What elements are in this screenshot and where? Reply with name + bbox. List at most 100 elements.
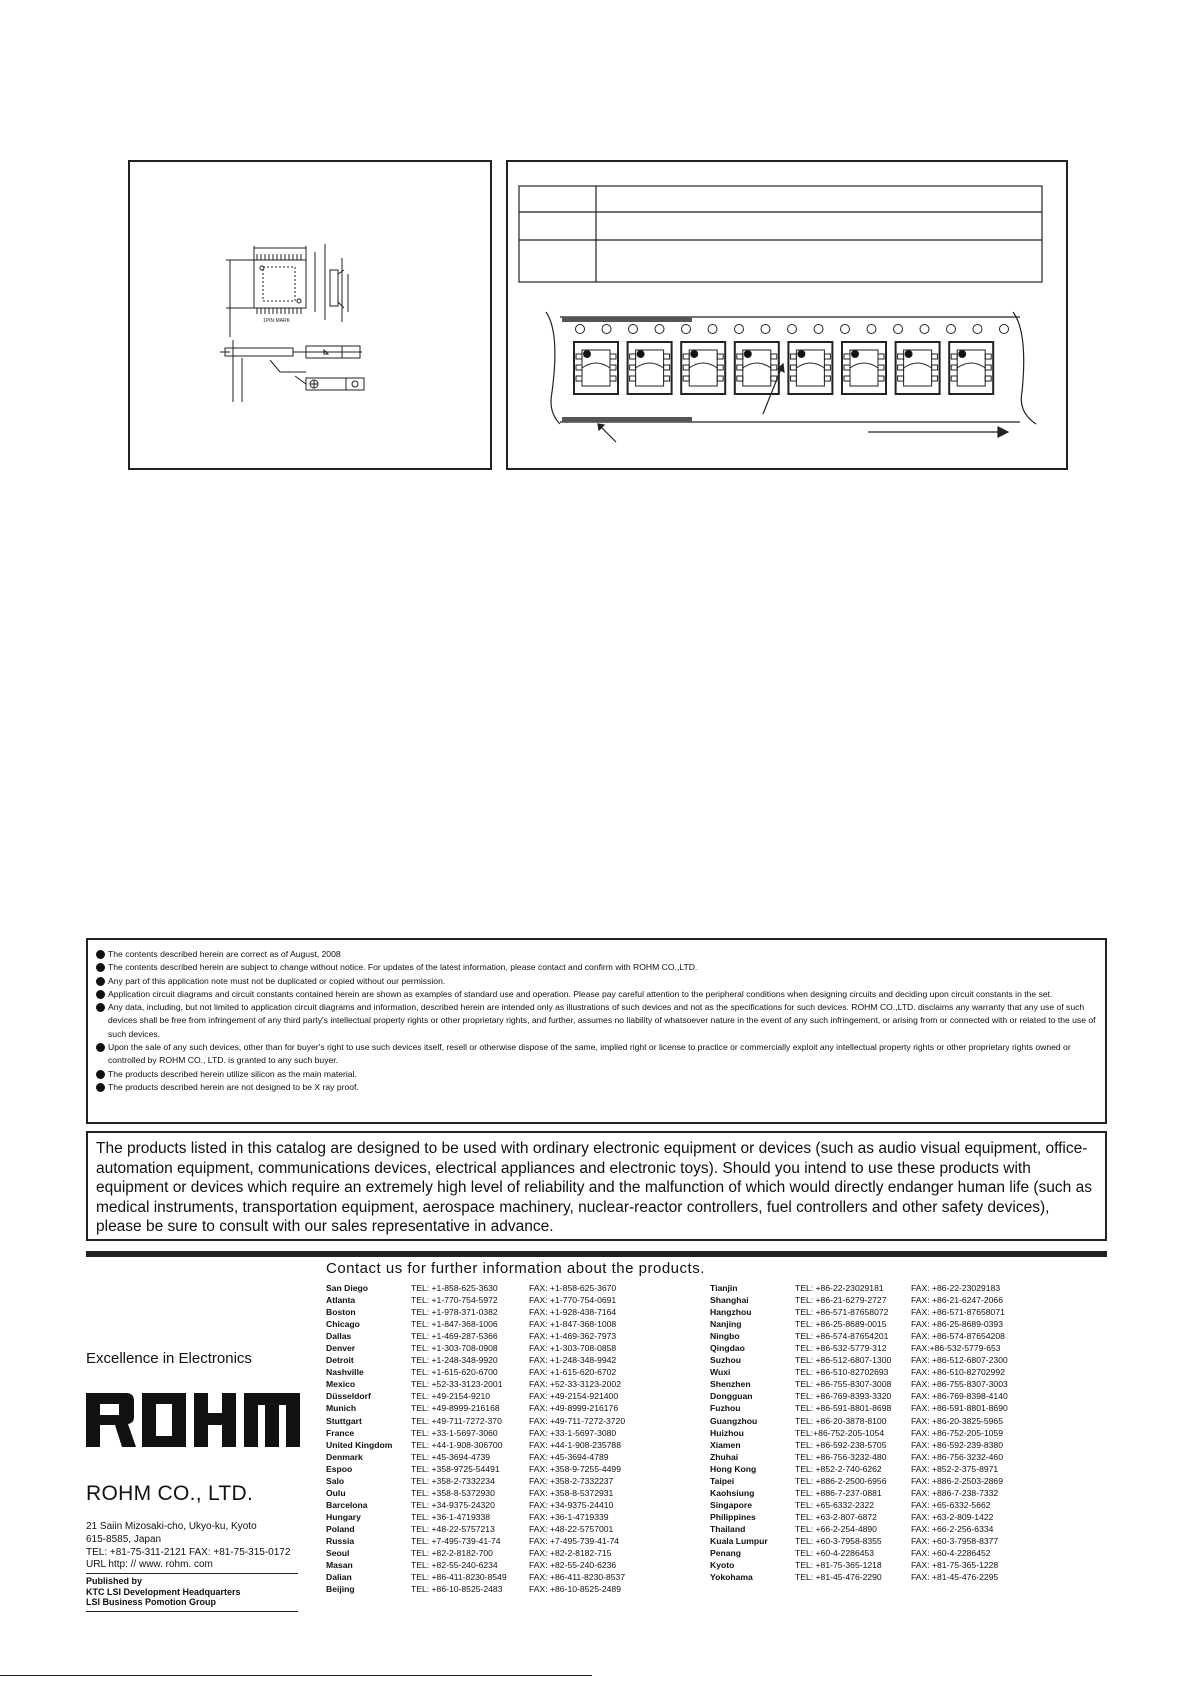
- sprocket-hole: [654, 324, 665, 334]
- tel-number: TEL: +48-22-5757213: [411, 1523, 495, 1534]
- tel-number: TEL: +886-7-237-0881: [795, 1487, 882, 1498]
- pin-mark-label: 1PIN MARK: [263, 318, 291, 324]
- tel-number: TEL: +86-512-6807-1300: [795, 1355, 892, 1366]
- tel-number: TEL: +34-9375-24320: [411, 1499, 495, 1510]
- city-name: Russia: [326, 1535, 355, 1546]
- tel-number: TEL: +1-615-620-6700: [411, 1367, 498, 1378]
- tel-number: TEL: +66-2-254-4890: [795, 1523, 877, 1534]
- fax-number: FAX: +44-1-908-235788: [529, 1439, 621, 1450]
- fax-number: FAX:+86-532-5779-653: [911, 1343, 1001, 1354]
- address-line: 615-8585, Japan: [86, 1534, 162, 1545]
- city-name: Dongguan: [710, 1391, 753, 1402]
- fax-number: FAX: +52-33-3123-2002: [529, 1379, 621, 1390]
- tel-number: TEL: +60-3-7958-8355: [795, 1535, 882, 1546]
- fax-number: FAX: +358-2-7332237: [529, 1475, 614, 1486]
- city-name: Mexico: [326, 1379, 356, 1390]
- tape-pocket: [948, 341, 995, 395]
- fax-number: FAX: +1-770-754-0691: [529, 1295, 617, 1306]
- city-name: Dalian: [326, 1572, 352, 1583]
- fax-number: FAX: +86-769-8398-4140: [911, 1391, 1008, 1402]
- package-outline-diagram: 1PIN MARK: [220, 244, 365, 402]
- city-name: Penang: [710, 1548, 742, 1559]
- city-name: Düsseldorf: [326, 1391, 371, 1402]
- city-name: Hungary: [326, 1511, 361, 1522]
- sprocket-hole: [734, 324, 744, 334]
- fax-number: FAX: +358-9-7255-4499: [529, 1463, 621, 1474]
- tel-number: TEL: +86-532-5779-312: [795, 1343, 887, 1354]
- fax-number: FAX: +86-571-87658071: [911, 1307, 1005, 1318]
- section-divider: [86, 1251, 1107, 1257]
- tape-pocket: [787, 341, 834, 395]
- tel-number: TEL:+86-752-205-1054: [795, 1427, 885, 1438]
- tel-number: TEL: +86-22-23029181: [795, 1283, 884, 1293]
- fax-number: FAX: +81-75-365-1228: [911, 1560, 999, 1571]
- fax-number: FAX: +86-574-87654208: [911, 1331, 1005, 1342]
- sprocket-hole: [919, 324, 930, 334]
- sprocket-hole: [575, 324, 585, 334]
- fax-number: FAX: +1-248-348-9942: [529, 1355, 617, 1366]
- tel-number: TEL: +358-8-5372930: [411, 1487, 495, 1498]
- tel-number: TEL: +65-6332-2322: [795, 1499, 875, 1510]
- disclaimer-item: Any data, including, but not limited to …: [96, 1001, 1097, 1041]
- fax-number: FAX: +86-752-205-1059: [911, 1427, 1003, 1438]
- tel-number: TEL: +86-591-8801-8698: [795, 1403, 892, 1414]
- tape-pocket: [573, 341, 619, 395]
- fax-number: FAX: +86-411-8230-8537: [529, 1572, 626, 1583]
- tel-number: TEL: +36-1-4719338: [411, 1511, 491, 1522]
- tel-number: TEL: +49-2154-9210: [411, 1391, 491, 1402]
- tel-number: TEL: +1-978-371-0382: [411, 1307, 498, 1318]
- city-name: Atlanta: [326, 1295, 356, 1306]
- fax-number: FAX: +48-22-5757001: [529, 1523, 614, 1534]
- city-name: Poland: [326, 1523, 355, 1534]
- fax-number: FAX: +1-615-620-6702: [529, 1367, 617, 1378]
- city-name: Nanjing: [710, 1319, 742, 1330]
- tel-number: TEL: +45-3694-4739: [411, 1451, 491, 1462]
- city-name: Masan: [326, 1560, 353, 1571]
- disclaimer-item: The products described herein utilize si…: [96, 1068, 1097, 1081]
- city-name: Salo: [326, 1475, 345, 1486]
- fax-number: FAX: +86-20-3825-5965: [911, 1415, 1003, 1426]
- city-name: Ningbo: [710, 1331, 740, 1342]
- fax-number: FAX: +886-2-2503-2869: [911, 1475, 1003, 1486]
- city-name: Hangzhou: [710, 1307, 752, 1318]
- tel-number: TEL: +358-9725-54491: [411, 1463, 500, 1474]
- published-line: KTC LSI Development Headquarters: [86, 1586, 241, 1597]
- city-name: Kaohsiung: [710, 1487, 755, 1498]
- city-name: Boston: [326, 1307, 356, 1318]
- tel-number: TEL: +81-75-365-1218: [795, 1560, 882, 1571]
- published-line: Published by: [86, 1576, 143, 1586]
- fax-number: FAX: +1-858-625-3670: [529, 1283, 617, 1293]
- tape-pocket: [894, 341, 941, 395]
- city-name: Taipei: [710, 1475, 735, 1486]
- usage-notice-text: The products listed in this catalog are …: [96, 1140, 1092, 1236]
- tel-number: TEL: +82-55-240-6234: [411, 1560, 498, 1571]
- tel-number: TEL: +63-2-807-6872: [795, 1511, 877, 1522]
- usage-notice-box: The products listed in this catalog are …: [86, 1131, 1107, 1241]
- contact-row: Dongguan TEL: +86-769-8393-3320 FAX: +86-7…: [710, 1390, 1031, 1402]
- fax-number: FAX: +86-22-23029183: [911, 1283, 1001, 1293]
- address-line: 21 Saiin Mizosaki-cho, Ukyo-ku, Kyoto: [86, 1521, 257, 1532]
- fax-number: FAX: +86-591-8801-8690: [911, 1403, 1008, 1414]
- contact-row: Poland TEL: +48-22-5757213 FAX: +48-22-575…: [326, 1523, 649, 1535]
- city-name: Kyoto: [710, 1560, 735, 1571]
- tel-number: TEL: +86-769-8393-3320: [795, 1391, 892, 1402]
- city-name: Huizhou: [710, 1427, 744, 1438]
